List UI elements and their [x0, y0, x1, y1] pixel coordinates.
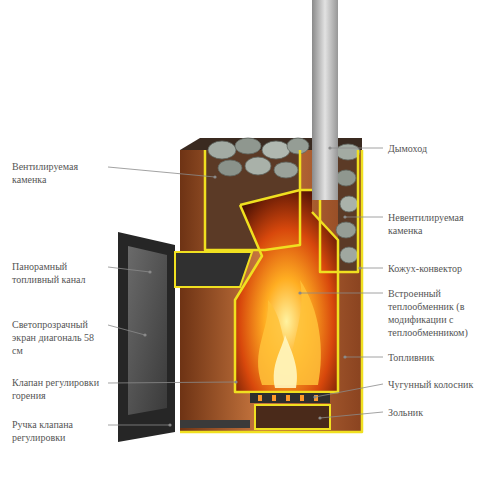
leader-dots — [343, 355, 346, 358]
part-label: Кожух-конвектор — [388, 262, 494, 275]
stones — [262, 141, 290, 159]
firebox — [274, 335, 297, 388]
grate-and-ashpan — [180, 420, 250, 428]
stones — [336, 222, 356, 238]
stones — [336, 170, 356, 186]
chimney — [312, 0, 338, 200]
leader-lines — [108, 382, 236, 383]
leader-dots — [343, 215, 346, 218]
leader-dots — [358, 266, 361, 269]
leader-dots — [318, 416, 321, 419]
leader-dots — [168, 423, 171, 426]
leader-dots — [298, 291, 301, 294]
stones — [235, 138, 261, 154]
leader-lines — [108, 148, 383, 425]
part-label: Невентилируемая каменка — [388, 211, 494, 237]
leader-lines — [320, 412, 383, 418]
stones — [336, 144, 360, 160]
leader-dots — [148, 270, 151, 273]
grate-and-ashpan — [300, 395, 304, 401]
part-label: Зольник — [388, 406, 494, 419]
part-label: Дымоход — [388, 142, 494, 155]
grate-and-ashpan — [258, 395, 262, 401]
leader-dots — [143, 333, 146, 336]
stones — [340, 196, 358, 212]
grate-and-ashpan — [180, 393, 330, 429]
leader-lines — [108, 267, 150, 272]
grate-and-ashpan — [286, 395, 290, 401]
firebox — [235, 190, 338, 392]
leader-lines — [345, 357, 383, 358]
stones — [287, 138, 309, 154]
leader-lines — [108, 325, 145, 335]
chimney — [312, 0, 338, 200]
cut-edges — [235, 205, 338, 392]
leader-dots — [213, 175, 216, 178]
part-label: Ручка клапана регулировки — [12, 418, 104, 444]
leader-dots — [143, 146, 361, 426]
stones — [208, 141, 236, 159]
leader-dots — [328, 146, 331, 149]
leader-dots — [234, 380, 237, 383]
stones — [245, 157, 271, 175]
part-label: Светопрозрачный экран диагональ 58 см — [12, 318, 104, 357]
leader-lines — [108, 167, 215, 177]
leader-lines — [330, 148, 383, 149]
front-panel — [118, 232, 252, 442]
leader-lines — [315, 384, 383, 397]
grate-and-ashpan — [255, 405, 330, 429]
grate-and-ashpan — [314, 395, 318, 401]
part-label: Топливник — [388, 351, 494, 364]
cut-edges — [205, 150, 300, 250]
stones — [340, 247, 358, 263]
stones — [218, 160, 242, 176]
grate-and-ashpan — [250, 393, 330, 403]
part-label: Клапан регулировки горения — [12, 376, 104, 402]
part-label: Чугунный колосник — [388, 378, 494, 391]
leader-lines — [108, 425, 170, 426]
part-label: Встроенный теплообменник (в модификации … — [388, 287, 494, 339]
leader-dots — [313, 395, 316, 398]
leader-lines — [300, 293, 383, 294]
grate-and-ashpan — [272, 395, 276, 401]
front-panel — [175, 252, 252, 287]
firebox — [235, 190, 338, 392]
front-panel — [118, 232, 175, 442]
leader-lines — [345, 217, 383, 218]
part-label: Панорамный топливный канал — [12, 260, 104, 286]
leader-lines — [360, 268, 383, 269]
part-label: Вентилируемая каменка — [12, 160, 104, 186]
stones — [274, 162, 298, 178]
